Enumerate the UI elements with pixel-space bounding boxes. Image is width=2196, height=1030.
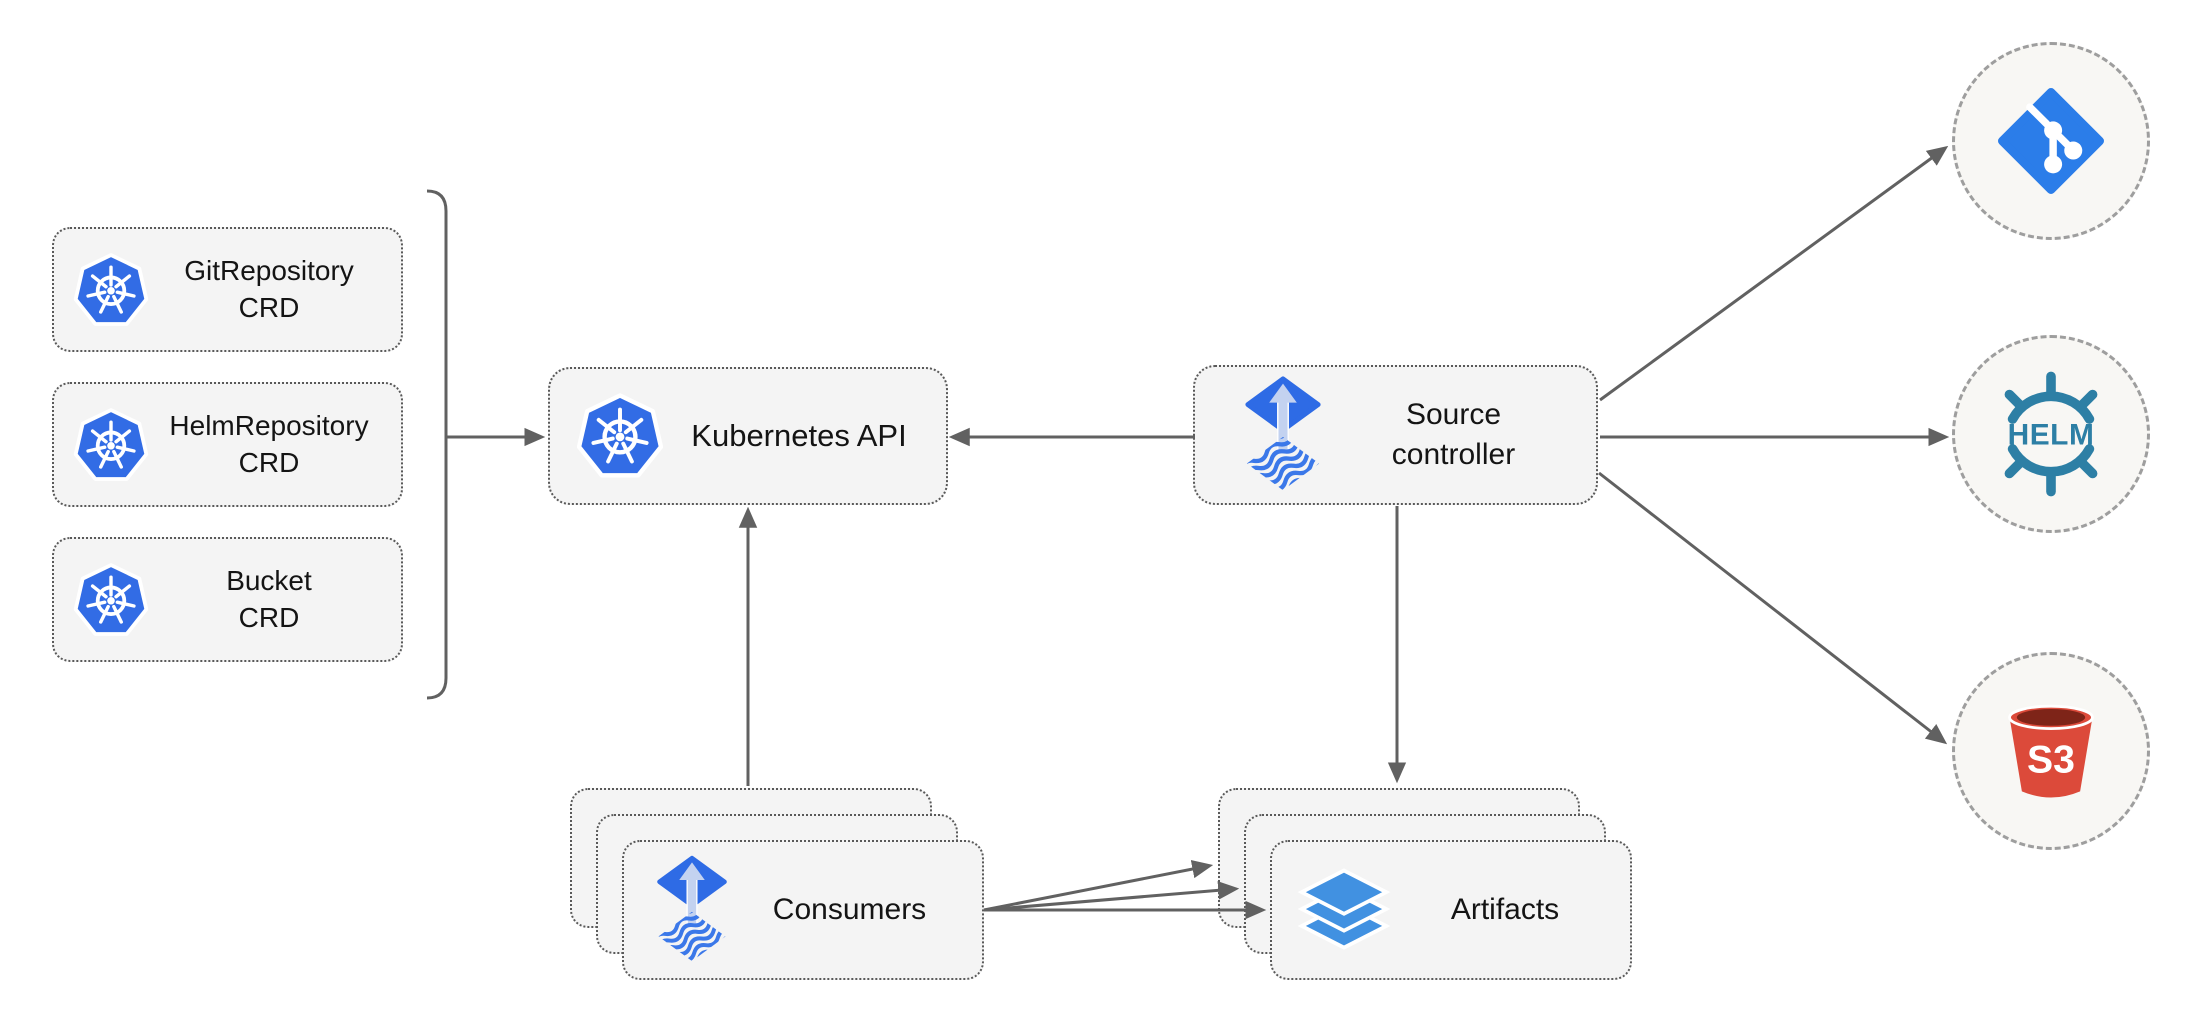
helm-text: HELM <box>2008 419 2095 452</box>
kubernetes-icon <box>73 562 149 636</box>
crd-label-helmrepository: HelmRepository CRD <box>169 409 369 478</box>
arrow-consumers-to-artifacts-2 <box>983 881 1240 912</box>
flux-icon <box>657 855 727 962</box>
arrow-consumers-to-artifacts-1 <box>983 859 1214 912</box>
artifacts-label: Artifacts <box>1450 893 1560 926</box>
crd-box-bucket: Bucket CRD <box>52 537 403 662</box>
artifacts-box-front: Artifacts <box>1270 840 1632 980</box>
source-controller-box: Source controller <box>1193 365 1598 505</box>
s3-text: S3 <box>2027 738 2075 781</box>
crd-group-bracket <box>426 189 448 700</box>
layers-icon <box>1297 868 1391 950</box>
kubernetes-icon <box>73 407 149 481</box>
s3-source-circle: S3 <box>1952 652 2150 850</box>
s3-bucket-icon: S3 <box>2008 704 2094 798</box>
kubernetes-api-label: Kubernetes API <box>691 417 907 453</box>
source-controller-label: Source controller <box>1391 398 1516 471</box>
crd-box-gitrepository: GitRepository CRD <box>52 227 403 352</box>
crd-box-helmrepository: HelmRepository CRD <box>52 382 403 507</box>
arrow-source-to-s3 <box>1598 471 1948 745</box>
crd-label-bucket: Bucket CRD <box>226 564 312 633</box>
kubernetes-api-box: Kubernetes API <box>548 367 948 505</box>
kubernetes-icon <box>73 252 149 326</box>
consumers-box-front: Consumers <box>622 840 984 980</box>
consumers-label: Consumers <box>772 893 927 926</box>
helm-icon: HELM <box>2004 371 2098 497</box>
flux-icon <box>1245 376 1321 491</box>
kubernetes-icon <box>576 393 664 478</box>
git-source-circle <box>1952 42 2150 240</box>
helm-source-circle: HELM <box>1952 335 2150 533</box>
crd-label-gitrepository: GitRepository CRD <box>184 254 354 323</box>
git-icon <box>1998 88 2104 194</box>
arrow-source-to-git <box>1599 145 1949 402</box>
